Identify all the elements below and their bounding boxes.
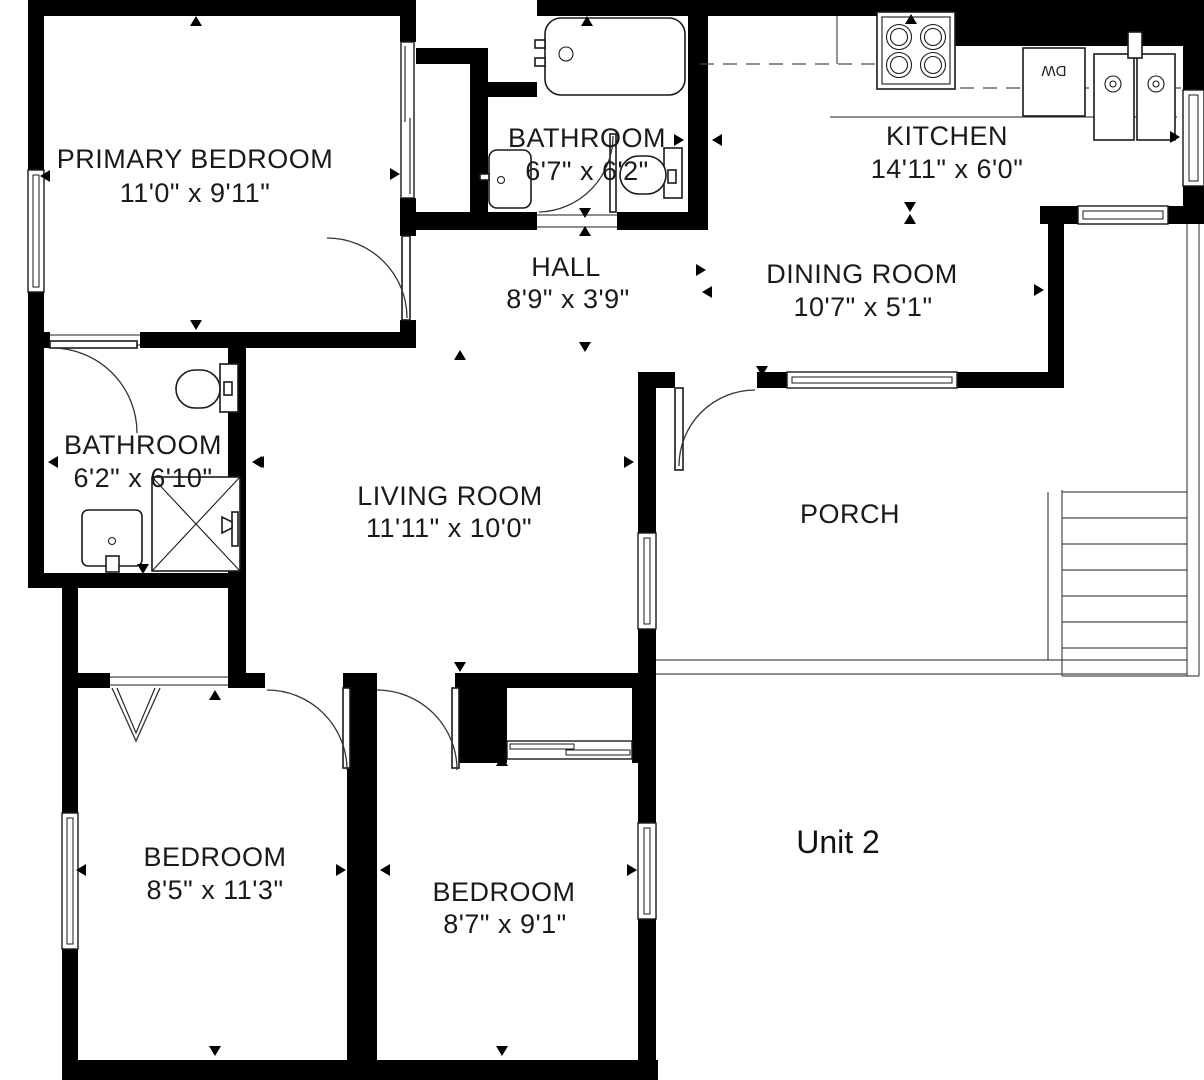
shower-head-icon: [231, 511, 239, 547]
faucet-icon: [1127, 31, 1143, 59]
shower: [151, 476, 241, 572]
sink-bathroom-bottom: [81, 509, 143, 573]
unit-title: Unit 2: [796, 824, 880, 860]
room-label-bathroom-bottom: BATHROOM: [64, 430, 222, 460]
tub-drain-icon: [558, 46, 574, 62]
door-porch: [674, 387, 756, 471]
door-bathroom-top: [537, 133, 617, 228]
room-dims-primary-bedroom: 11'0" x 9'11": [120, 178, 271, 208]
doors: [49, 41, 756, 771]
stove: [876, 11, 956, 90]
dishwasher: DW: [1022, 47, 1086, 117]
door-closet-bifold: [110, 676, 228, 743]
room-label-bedroom-right: BEDROOM: [432, 877, 575, 907]
window-dining-room: [786, 371, 958, 389]
room-label-hall: HALL: [531, 252, 601, 282]
tub-handle-icon: [534, 39, 546, 49]
window-bedroom-left: [61, 812, 79, 950]
room-label-living-room: LIVING ROOM: [357, 481, 543, 511]
window-dining-top: [1077, 205, 1169, 225]
window-living-room: [637, 532, 657, 630]
tub-handle-icon: [534, 57, 546, 67]
stairs: [1061, 224, 1200, 677]
bathtub: [534, 17, 686, 96]
burner-icon: [885, 51, 913, 79]
room-dims-dining-room: 10'7" x 5'1": [793, 292, 932, 322]
kitchen-sink: [1093, 31, 1176, 141]
room-dims-bedroom-right: 8'7" x 9'1": [443, 909, 567, 939]
window-kitchen-right: [1182, 89, 1204, 187]
room-label-kitchen: KITCHEN: [886, 121, 1008, 151]
walls: [28, 0, 1204, 1080]
room-dims-bathroom-bottom: 6'2" x 6'10": [73, 463, 212, 493]
burner-icon: [885, 23, 913, 51]
room-dims-kitchen: 14'11" x 6'0": [871, 154, 1024, 184]
dimension-arrows: [40, 14, 1180, 1056]
room-dims-bathroom-top: 6'7" x 6'2": [525, 156, 649, 186]
burner-icon: [919, 51, 947, 79]
door-primary-bedroom: [326, 41, 415, 321]
toilet-bottom: [175, 363, 239, 413]
fixtures: DW: [81, 11, 1200, 677]
room-label-dining-room: DINING ROOM: [766, 259, 958, 289]
door-bedroom-left: [266, 687, 351, 771]
room-dims-living-room: 11'11" x 10'0": [366, 513, 532, 543]
shower-head-icon: [221, 515, 233, 535]
room-label-primary-bedroom: PRIMARY BEDROOM: [57, 144, 334, 174]
dishwasher-label: DW: [1041, 62, 1067, 79]
porch-edge: [656, 492, 1187, 675]
room-dims-bedroom-left: 8'5" x 11'3": [146, 875, 283, 905]
room-label-bathroom-top: BATHROOM: [508, 123, 666, 153]
toilet-top: [619, 147, 683, 199]
sliding-door-primary-closet: [400, 41, 415, 199]
room-label-porch: PORCH: [800, 499, 900, 529]
door-bedroom-right: [376, 687, 460, 771]
room-labels: PRIMARY BEDROOM 11'0" x 9'11" BATHROOM 6…: [57, 121, 1024, 939]
room-label-bedroom-left: BEDROOM: [143, 842, 286, 872]
window-bedroom-right: [637, 822, 657, 920]
door-closet-sliding: [506, 740, 633, 760]
windows: [27, 89, 1204, 950]
room-dims-hall: 8'9" x 3'9": [506, 284, 630, 314]
burner-icon: [919, 23, 947, 51]
window-primary-bedroom: [27, 169, 45, 293]
door-bathroom-bottom: [49, 334, 140, 434]
sink-bathroom-top: [479, 149, 532, 209]
